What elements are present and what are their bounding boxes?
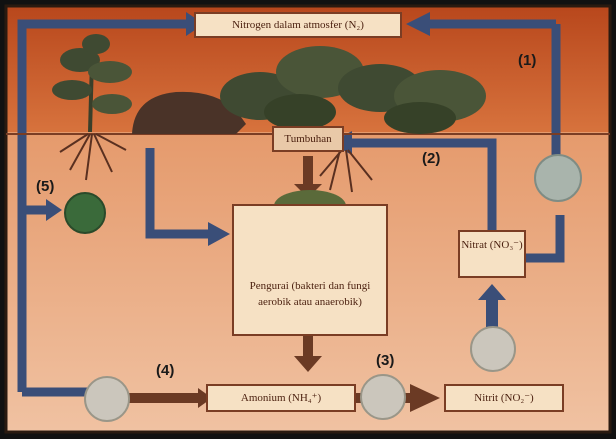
nitrate-box: Nitrat (NO₃⁻) <box>458 230 526 278</box>
decomposers-label: Pengurai (bakteri dan fungi aerobik atau… <box>249 280 371 308</box>
cycle-arrows <box>17 19 565 397</box>
nitrite-box: Nitrit (NO₂⁻) <box>444 384 564 412</box>
bacteria-circle-ammonifying <box>84 376 130 422</box>
bacteria-circle-nitrosomonas <box>360 374 406 420</box>
plants-box: Tumbuhan <box>272 126 344 152</box>
decomposers-box: Pengurai (bakteri dan fungi aerobik atau… <box>232 204 388 336</box>
bacteria-circle-fixing <box>64 192 106 234</box>
atmosphere-nitrogen-box: Nitrogen dalam atmosfer (N₂) <box>194 12 402 38</box>
ammonium-label: Amonium (NH₄⁺) <box>240 392 322 404</box>
large-plant-illustration <box>220 46 486 193</box>
bacteria-circle-nitrobacter <box>470 326 516 372</box>
atmosphere-nitrogen-label: Nitrogen dalam atmosfer (N₂) <box>232 19 364 31</box>
step-number-4: (4) <box>156 362 175 379</box>
ammonium-box: Amonium (NH₄⁺) <box>206 384 356 412</box>
nitrite-label: Nitrit (NO₂⁻) <box>474 392 534 404</box>
step-number-1: (1) <box>518 52 537 69</box>
animal-illustration <box>132 91 246 134</box>
left-plant-illustration <box>52 34 132 181</box>
nitrate-label: Nitrat (NO₃⁻) <box>461 239 523 251</box>
step-number-3: (3) <box>376 352 395 369</box>
step-number-5: (5) <box>36 178 55 195</box>
step-number-2: (2) <box>422 150 441 167</box>
plants-label: Tumbuhan <box>284 133 332 145</box>
bacteria-circle-denitrifying <box>534 154 582 202</box>
